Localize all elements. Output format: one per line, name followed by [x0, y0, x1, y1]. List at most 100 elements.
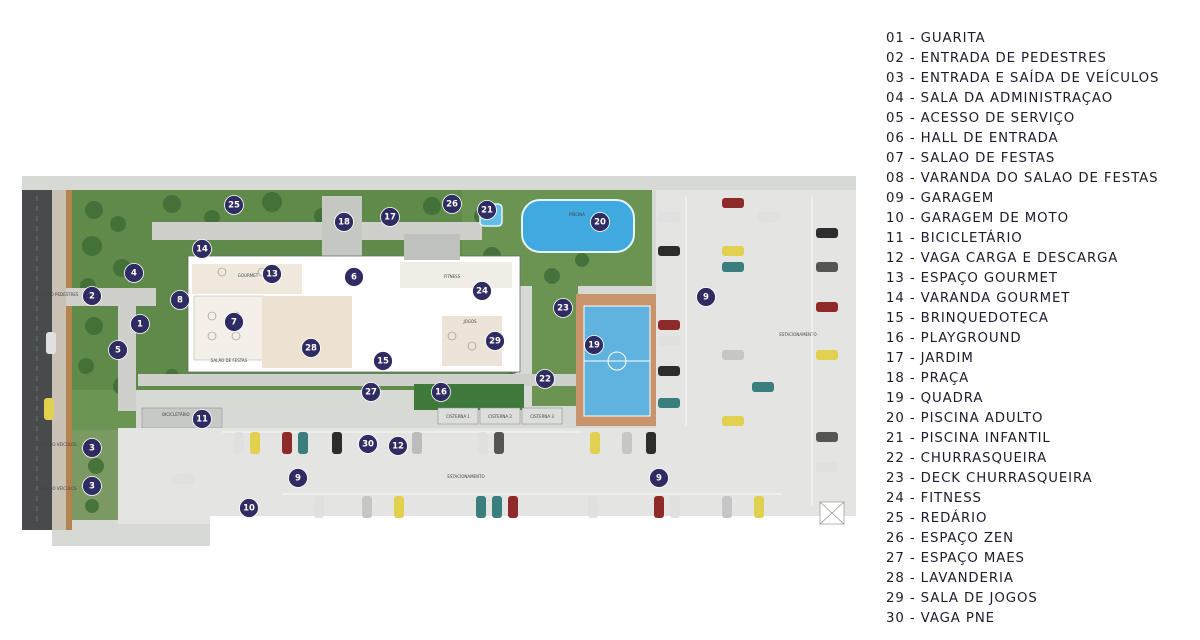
cistern-label: CISTERNA 1: [446, 414, 470, 419]
legend-item: 05 - ACESSO DE SERVIÇO: [886, 111, 1076, 126]
games-label: JOGOS: [462, 319, 477, 324]
marker-circle: [130, 314, 150, 334]
legend-item: 20 - PISCINA ADULTO: [886, 411, 1044, 426]
fitness-area: [400, 262, 512, 288]
cistern-label: CISTERNA 2: [488, 414, 512, 419]
legend-item: 23 - DECK CHURRASQUEIRA: [886, 471, 1093, 486]
location-marker[interactable]: 27: [361, 382, 381, 402]
marker-circle: [380, 207, 400, 227]
marker-circle: [224, 195, 244, 215]
legend-item: 04 - SALA DA ADMINISTRAÇAO: [886, 91, 1114, 106]
fitness-label: FITNESS: [444, 274, 461, 279]
marker-circle: [553, 298, 573, 318]
location-marker[interactable]: 29: [485, 331, 505, 351]
marker-circle: [373, 351, 393, 371]
location-marker[interactable]: 12: [388, 436, 408, 456]
marker-number: 26: [446, 200, 458, 210]
marker-number: 23: [557, 304, 569, 314]
location-marker[interactable]: 7: [224, 312, 244, 332]
marker-number: 22: [539, 375, 551, 385]
location-marker[interactable]: 9: [696, 287, 716, 307]
legend-item: 07 - SALAO DE FESTAS: [886, 151, 1056, 166]
legend-item: 27 - ESPAÇO MAES: [886, 551, 1025, 566]
location-marker[interactable]: 2: [82, 286, 102, 306]
legend-item: 01 - GUARITA: [886, 31, 986, 46]
legend-item: 24 - FITNESS: [886, 491, 982, 506]
location-marker[interactable]: 28: [301, 338, 321, 358]
location-marker[interactable]: 23: [553, 298, 573, 318]
adult-pool: [521, 199, 635, 253]
site-plan-map: GOURMET SALÃO DE FESTAS FITNESS JOGOS PI…: [22, 176, 856, 546]
location-marker[interactable]: 5: [108, 340, 128, 360]
legend-item: 03 - ENTRADA E SAÍDA DE VEÍCULOS: [886, 71, 1160, 86]
legend-item: 18 - PRAÇA: [886, 371, 970, 386]
legend-item: 16 - PLAYGROUND: [886, 331, 1022, 346]
location-marker[interactable]: 18: [334, 212, 354, 232]
location-marker[interactable]: 8: [170, 290, 190, 310]
marker-circle: [344, 267, 364, 287]
legend-item: 29 - SALA DE JOGOS: [886, 591, 1038, 606]
pool-label: PISCINA: [569, 212, 585, 217]
marker-number: 21: [481, 206, 493, 216]
legend-item: 21 - PISCINA INFANTIL: [886, 431, 1051, 446]
marker-number: 7: [231, 318, 237, 328]
walkway: [138, 374, 578, 386]
marker-circle: [124, 263, 144, 283]
marker-circle: [192, 239, 212, 259]
parked-cars: [44, 198, 838, 518]
location-marker[interactable]: 11: [192, 409, 212, 429]
legend-item: 22 - CHURRASQUEIRA: [886, 451, 1048, 466]
marker-circle: [224, 312, 244, 332]
marker-number: 28: [305, 344, 317, 354]
marker-number: 29: [489, 337, 501, 347]
location-marker[interactable]: 19: [584, 335, 604, 355]
marker-number: 6: [351, 273, 357, 283]
legend-item: 26 - ESPAÇO ZEN: [886, 531, 1014, 546]
parking-label: ESTACIONAMENTO: [447, 474, 484, 479]
lobby-floor: [262, 296, 352, 368]
legend-item: 08 - VARANDA DO SALAO DE FESTAS: [886, 171, 1159, 186]
location-marker[interactable]: 30: [358, 434, 378, 454]
marker-number: 18: [338, 218, 350, 228]
vehicle-access-label: ACESSO VEÍCULOS: [39, 486, 77, 491]
marker-number: 3: [89, 444, 95, 454]
location-marker[interactable]: 10: [239, 498, 259, 518]
marker-number: 4: [131, 269, 137, 279]
location-marker[interactable]: 9: [649, 468, 669, 488]
location-marker[interactable]: 1: [130, 314, 150, 334]
marker-number: 2: [89, 292, 95, 302]
legend-item: 15 - BRINQUEDOTECA: [886, 311, 1049, 326]
location-marker[interactable]: 9: [288, 468, 308, 488]
marker-number: 16: [435, 388, 447, 398]
legend-item: 14 - VARANDA GOURMET: [886, 291, 1071, 306]
location-marker[interactable]: 6: [344, 267, 364, 287]
sidewalk: [52, 190, 66, 530]
location-marker[interactable]: 26: [442, 194, 462, 214]
location-marker[interactable]: 14: [192, 239, 212, 259]
legend-item: 12 - VAGA CARGA E DESCARGA: [886, 251, 1119, 266]
marker-number: 14: [196, 245, 208, 255]
location-marker[interactable]: 16: [431, 382, 451, 402]
marker-number: 9: [703, 293, 709, 303]
location-marker[interactable]: 25: [224, 195, 244, 215]
location-marker[interactable]: 20: [590, 212, 610, 232]
location-marker[interactable]: 15: [373, 351, 393, 371]
legend-item: 13 - ESPAÇO GOURMET: [886, 271, 1058, 286]
location-marker[interactable]: 17: [380, 207, 400, 227]
location-marker[interactable]: 3: [82, 438, 102, 458]
walkway: [152, 222, 482, 240]
legend-item: 25 - REDÁRIO: [886, 511, 988, 526]
marker-circle: [472, 281, 492, 301]
location-marker[interactable]: 4: [124, 263, 144, 283]
legend-item: 19 - QUADRA: [886, 391, 984, 406]
location-marker[interactable]: 21: [477, 200, 497, 220]
marker-circle: [535, 369, 555, 389]
location-marker[interactable]: 3: [82, 476, 102, 496]
marker-circle: [584, 335, 604, 355]
location-marker[interactable]: 24: [472, 281, 492, 301]
legend-item: 30 - VAGA PNE: [886, 611, 995, 626]
marker-circle: [358, 434, 378, 454]
marker-number: 10: [243, 504, 255, 514]
location-marker[interactable]: 22: [535, 369, 555, 389]
location-marker[interactable]: 13: [262, 264, 282, 284]
